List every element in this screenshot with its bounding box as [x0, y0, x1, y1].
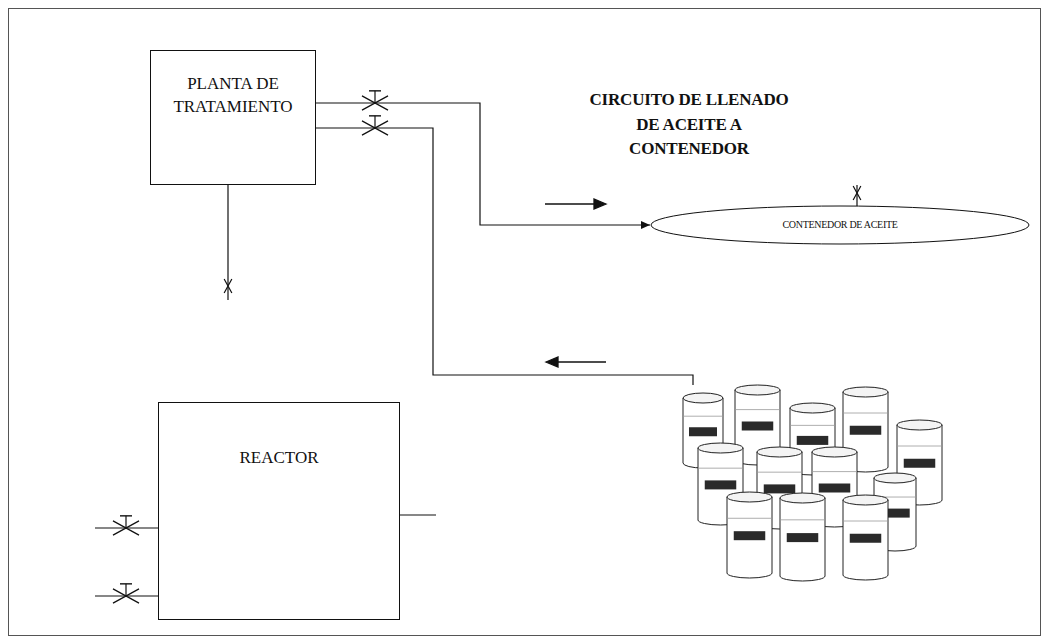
process-box: REACTOR [158, 402, 400, 620]
circuit-title: CIRCUITO DE LLENADO DE ACEITE A CONTENED… [582, 88, 796, 162]
node-label: PLANTA DE TRATAMIENTO [173, 73, 292, 119]
return-pipe [316, 128, 693, 385]
oil-drum [727, 492, 772, 578]
vent-pipe [856, 185, 857, 206]
node-label: CONTENEDOR DE ACEITE [782, 218, 897, 232]
valve-symbol [853, 186, 861, 200]
flow-arrow [545, 199, 606, 367]
node-label: REACTOR [239, 447, 318, 470]
valve-symbol [224, 279, 232, 293]
process-box: PLANTA DE TRATAMIENTO [150, 50, 316, 185]
valve-symbol [362, 91, 388, 110]
drain-pipe [227, 185, 228, 300]
frame-border [9, 9, 1041, 636]
pipe-connector [316, 103, 650, 229]
container-ellipse: CONTENEDOR DE ACEITE [650, 205, 1030, 245]
valve-symbol [362, 116, 388, 135]
oil-drum [843, 495, 888, 580]
oil-drums [683, 385, 942, 581]
oil-drum [780, 493, 825, 581]
outlet-pipe [400, 514, 436, 515]
valve-symbol [113, 516, 139, 535]
valve-symbol [113, 584, 139, 603]
